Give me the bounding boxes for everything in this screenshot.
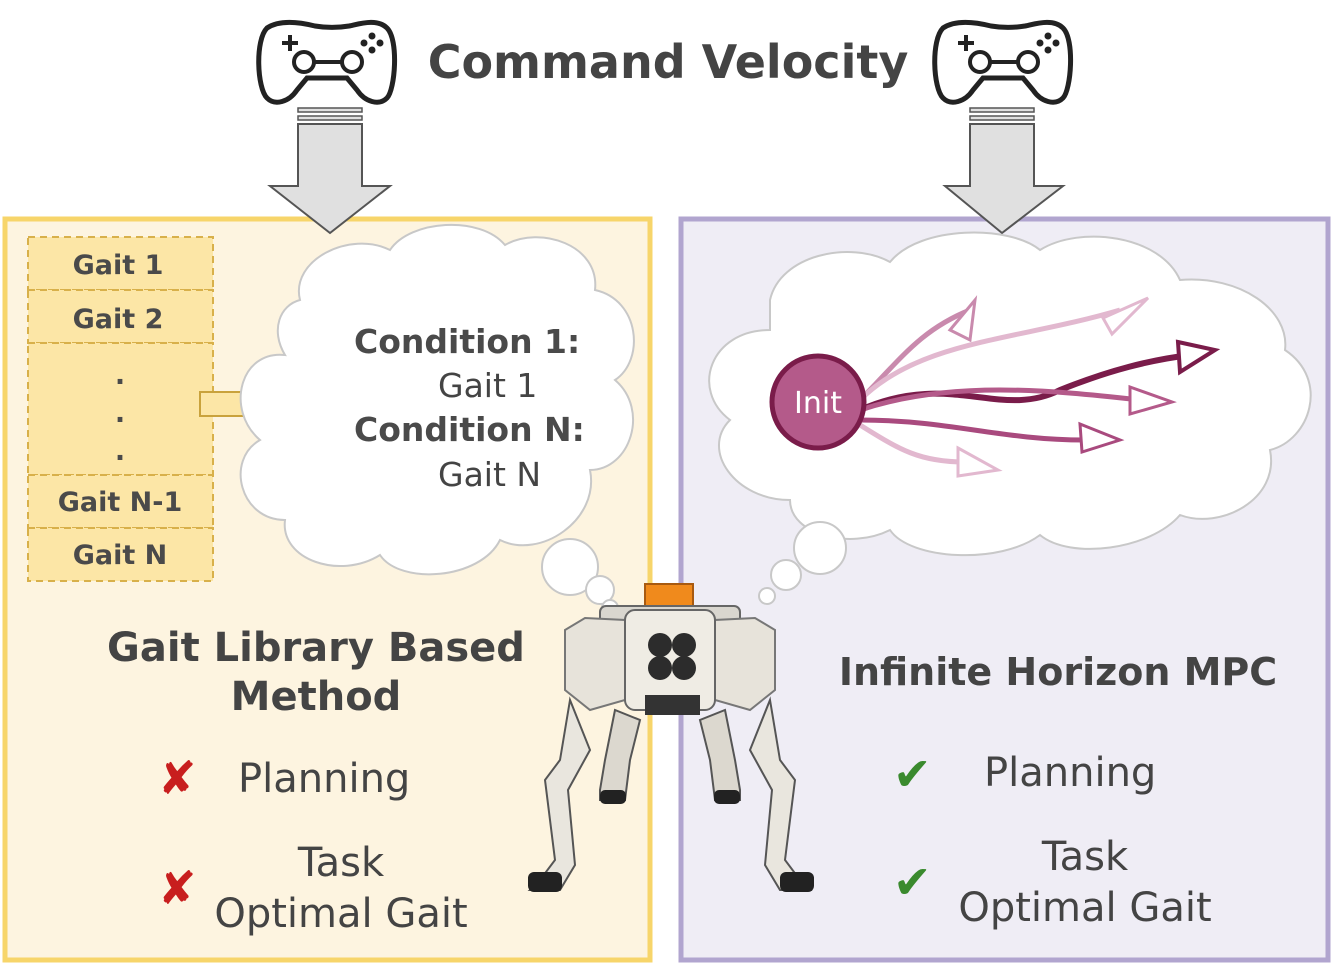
trajectory-arrowhead (956, 445, 1003, 478)
init-node (769, 353, 867, 451)
feature-task: Task (297, 840, 385, 886)
gait-box (27, 527, 214, 582)
down-arrow-icon (267, 107, 393, 235)
trajectory-arrowhead (947, 295, 978, 343)
right-method-title: Infinite Horizon MPC (839, 650, 1277, 694)
cross-icon: ✘ (158, 861, 197, 915)
trajectory-arrowhead (1078, 421, 1125, 455)
cross-icon: ✘ (158, 751, 197, 805)
gait-label: Gait 2 (73, 304, 164, 335)
trajectory-line (859, 387, 1141, 413)
feature-optimal-gait: Optimal Gait (958, 885, 1211, 931)
check-icon: ✔ (893, 855, 932, 909)
trajectory-arrowhead (1175, 339, 1221, 376)
condition-1-gait: Gait 1 (438, 366, 537, 405)
robot-dog-image (527, 583, 814, 892)
right-thought-cloud (708, 231, 1312, 605)
trajectory-fan (858, 295, 1221, 478)
ellipsis-dot: . (115, 398, 125, 429)
check-icon: ✔ (893, 747, 932, 801)
ellipsis-dot: . (115, 436, 125, 467)
gamepad-icon (256, 19, 398, 105)
feature-planning: Planning (984, 750, 1156, 796)
condition-1-label: Condition 1: (354, 322, 580, 361)
trajectory-line (859, 417, 1086, 443)
trajectory-line (858, 307, 1121, 402)
down-arrow-icon (942, 107, 1066, 235)
ellipsis-dot: . (115, 360, 125, 391)
condition-n-label: Condition N: (354, 410, 585, 449)
gait-box (27, 474, 214, 529)
gait-label: Gait 1 (73, 250, 164, 281)
gait-box (27, 342, 214, 476)
feature-task: Task (1041, 834, 1129, 880)
feature-planning: Planning (238, 756, 410, 802)
condition-n-gait: Gait N (438, 455, 541, 494)
feature-optimal-gait: Optimal Gait (214, 891, 467, 937)
trajectory-arrowhead (1100, 296, 1150, 337)
gait-library: Gait 1 Gait 2 . . . Gait N-1 Gait N (27, 236, 214, 582)
init-label: Init (794, 386, 842, 421)
trajectory-line (858, 422, 966, 465)
left-thought-cloud (239, 223, 635, 617)
gamepad-icon (932, 19, 1074, 105)
left-method-title-line2: Method (231, 674, 402, 720)
gait-label: Gait N (73, 540, 168, 571)
left-method-title-line1: Gait Library Based (107, 625, 525, 671)
title-command-velocity: Command Velocity (428, 35, 909, 89)
gait-label: Gait N-1 (58, 487, 183, 518)
trajectory-arrowhead (1128, 384, 1177, 416)
